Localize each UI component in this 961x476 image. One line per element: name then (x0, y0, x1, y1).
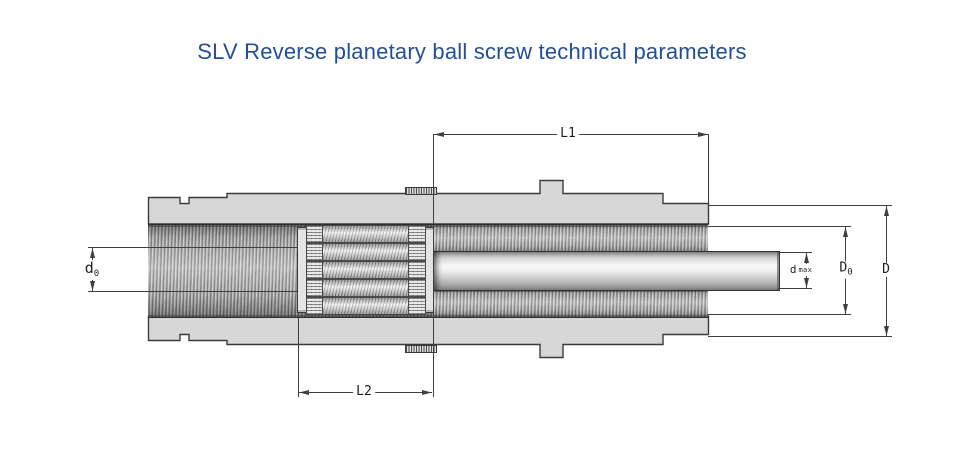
dmax-label-small: max (798, 265, 813, 274)
roller-gear-end (408, 297, 426, 315)
l2-extension-line-left (298, 316, 299, 397)
roller-assembly (297, 225, 434, 315)
roller-gear-end (408, 279, 426, 297)
housing-bottom-half (147, 315, 710, 359)
output-shaft (433, 251, 780, 291)
d0-dimension-label: d0 (81, 259, 103, 280)
D-extension-line-bottom (708, 336, 892, 337)
d0-arrow-up (90, 248, 95, 258)
roller-thread (322, 297, 410, 315)
l1-dimension-label: L1 (557, 126, 579, 142)
d0-extension-line-top (88, 247, 297, 248)
knurl-strip-bottom (405, 345, 437, 353)
dmax-arrow-down (804, 278, 809, 288)
page-title: SLV Reverse planetary ball screw technic… (197, 39, 747, 64)
roller-gear-end (408, 243, 426, 261)
d0-extension-line-bottom (88, 291, 297, 292)
knurl-strip-top (405, 187, 437, 195)
l2-arrow-right (422, 390, 432, 395)
dmax-extension-line-top (778, 252, 812, 253)
D0-arrow-up (843, 227, 848, 237)
D-dimension-label: D (879, 262, 893, 278)
D0-extension-line-top (708, 226, 851, 227)
roller-gear-end (408, 261, 426, 279)
l1-arrow-right (698, 132, 708, 137)
nut-thread-top (433, 224, 708, 254)
d0-arrow-down (90, 281, 95, 291)
D0-extension-line-bottom (708, 314, 851, 315)
dmax-label-base: d (789, 262, 797, 276)
l1-extension-line-left (433, 134, 434, 397)
d0-label-base: d (84, 259, 94, 278)
D0-arrow-down (843, 304, 848, 314)
l1-extension-line-right (708, 134, 709, 203)
roller-thread (322, 279, 410, 297)
d0-label-sub: 0 (93, 269, 100, 280)
D-extension-line-top (708, 205, 892, 206)
D0-dimension-label: D0 (836, 260, 856, 279)
roller-thread (322, 225, 410, 243)
housing-top-half (147, 179, 710, 225)
roller-thread (322, 243, 410, 261)
D0-label-sub: 0 (847, 267, 853, 278)
nut-thread-bottom (433, 289, 708, 318)
roller-gear-end (408, 225, 426, 243)
dmax-arrow-up (804, 253, 809, 263)
l2-arrow-left (299, 390, 309, 395)
l2-dimension-label: L2 (353, 384, 375, 400)
D-arrow-down (884, 326, 889, 336)
D0-label-base: D (839, 260, 848, 276)
l1-arrow-left (434, 132, 444, 137)
D-arrow-up (884, 206, 889, 216)
dmax-extension-line-bottom (778, 288, 812, 289)
roller-thread (322, 261, 410, 279)
